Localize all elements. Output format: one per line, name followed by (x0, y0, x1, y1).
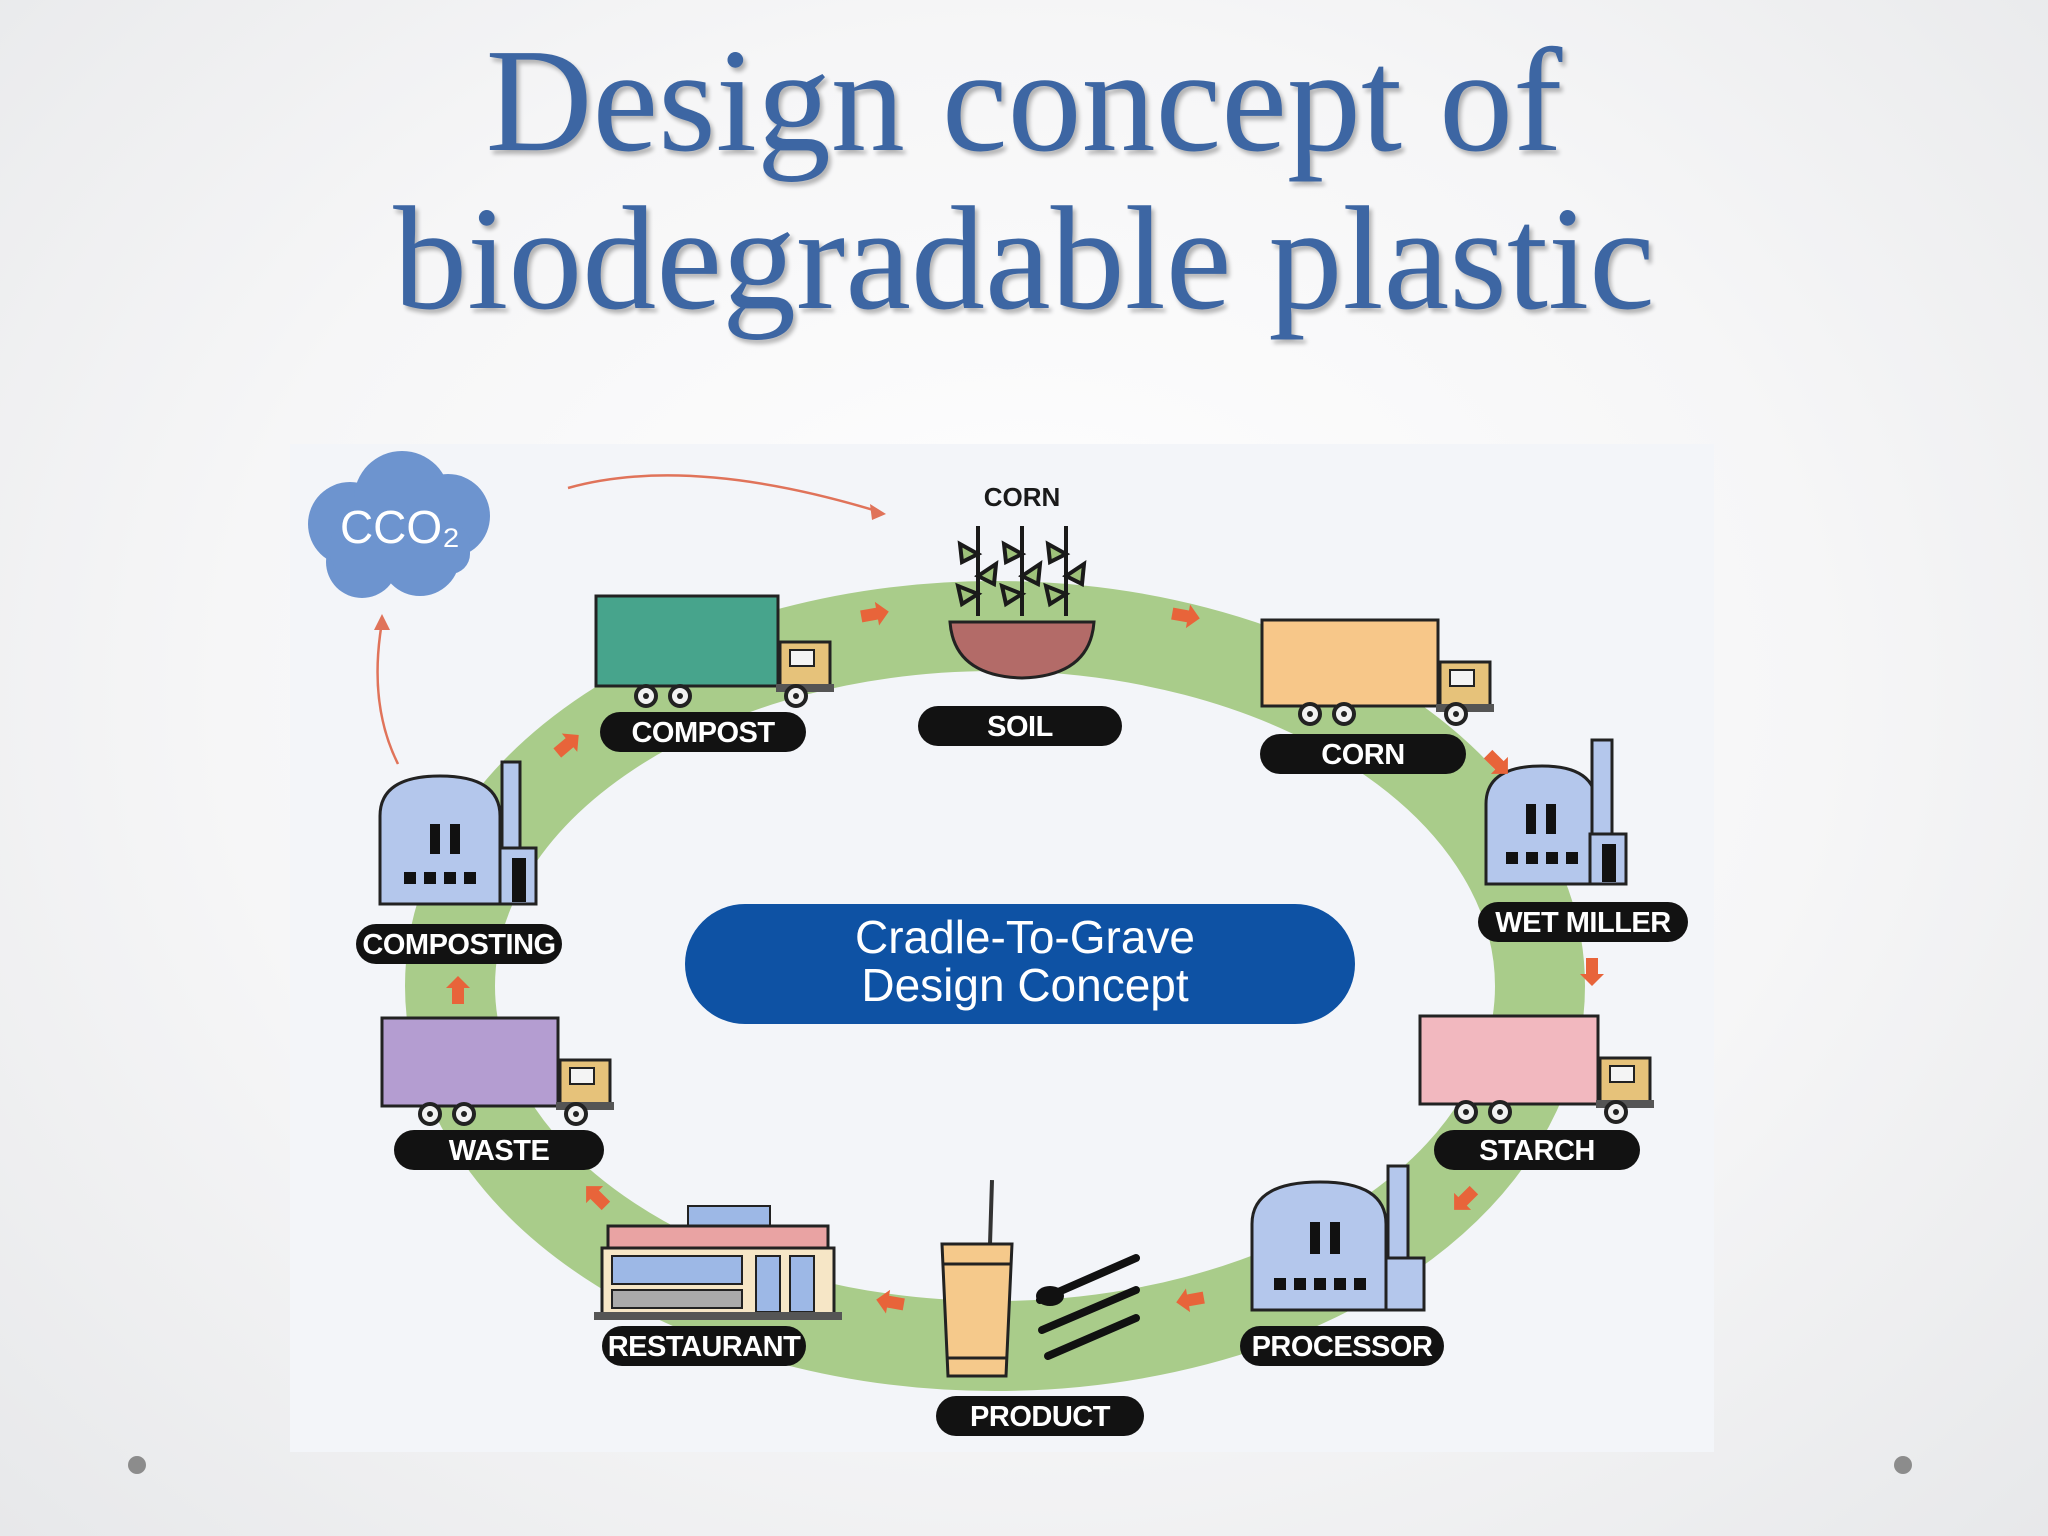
compost-truck-icon (594, 594, 836, 708)
arrow-icon (1483, 749, 1508, 774)
stage-label-wet-miller: WET MILLER (1478, 902, 1688, 942)
flow-arrows (446, 601, 1604, 1314)
product-cup-icon (940, 1179, 1014, 1378)
corn-plants-icon (948, 526, 1096, 680)
arrow-icon (446, 976, 470, 1004)
stage-label-composting: COMPOSTING (356, 924, 562, 964)
stage-label-starch: STARCH (1434, 1130, 1640, 1170)
svg-text:PROCESSOR: PROCESSOR (1252, 1331, 1433, 1363)
corn-top-label: CORN (984, 482, 1061, 512)
cradle-to-grave-diagram: CCO₂ CORN (290, 444, 1714, 1452)
starch-truck-icon (1418, 1014, 1656, 1124)
processor-factory-icon (1250, 1164, 1426, 1312)
arrow-icon (860, 601, 889, 626)
center-title-line-1: Cradle-To-Grave (855, 911, 1195, 963)
stage-label-processor: PROCESSOR (1240, 1326, 1444, 1366)
arrow-icon (1580, 958, 1604, 986)
svg-text:WASTE: WASTE (449, 1135, 550, 1167)
restaurant-icon (594, 1205, 842, 1320)
composting-factory-icon (378, 760, 538, 906)
svg-text:SOIL: SOIL (987, 711, 1053, 743)
arrow-icon (1176, 1288, 1205, 1313)
title-line-1: Design concept of (485, 19, 1563, 183)
stage-label-restaurant: RESTAURANT (602, 1326, 806, 1366)
waste-truck-icon (380, 1016, 616, 1126)
title-line-2: biodegradable plastic (393, 177, 1655, 341)
svg-text:COMPOST: COMPOST (631, 717, 775, 749)
arrow-icon (1171, 604, 1200, 629)
svg-text:PRODUCT: PRODUCT (970, 1401, 1111, 1433)
next-slide-dot-icon[interactable] (1894, 1456, 1912, 1474)
slide-title: Design concept of biodegradable plastic (0, 22, 2048, 338)
stage-label-soil: SOIL (918, 706, 1122, 746)
arrow-icon (1454, 1185, 1479, 1210)
svg-text:STARCH: STARCH (1479, 1135, 1595, 1167)
cutlery-icon (1036, 1254, 1140, 1360)
co2-cloud-icon: CCO₂ (308, 451, 490, 598)
prev-slide-dot-icon[interactable] (128, 1456, 146, 1474)
center-title-pill: Cradle-To-Grave Design Concept (685, 904, 1355, 1024)
stage-label-waste: WASTE (394, 1130, 604, 1170)
stage-label-corn: CORN (1260, 734, 1466, 774)
svg-text:CORN: CORN (1321, 739, 1404, 771)
center-title-line-2: Design Concept (861, 959, 1189, 1011)
stage-label-product: PRODUCT (936, 1396, 1144, 1436)
arrow-icon (876, 1289, 905, 1314)
arrow-icon (586, 1186, 611, 1211)
svg-text:WET MILLER: WET MILLER (1495, 907, 1671, 939)
co2-label: CCO₂ (340, 501, 460, 553)
svg-text:COMPOSTING: COMPOSTING (362, 929, 555, 961)
svg-text:RESTAURANT: RESTAURANT (608, 1331, 801, 1363)
stage-label-compost: COMPOST (600, 712, 806, 752)
co2-arrows (374, 474, 886, 765)
wet-miller-factory-icon (1484, 738, 1628, 886)
corn-truck-icon (1260, 618, 1496, 726)
diagram-canvas: CCO₂ CORN (308, 451, 1688, 1436)
arrow-icon (553, 733, 579, 758)
